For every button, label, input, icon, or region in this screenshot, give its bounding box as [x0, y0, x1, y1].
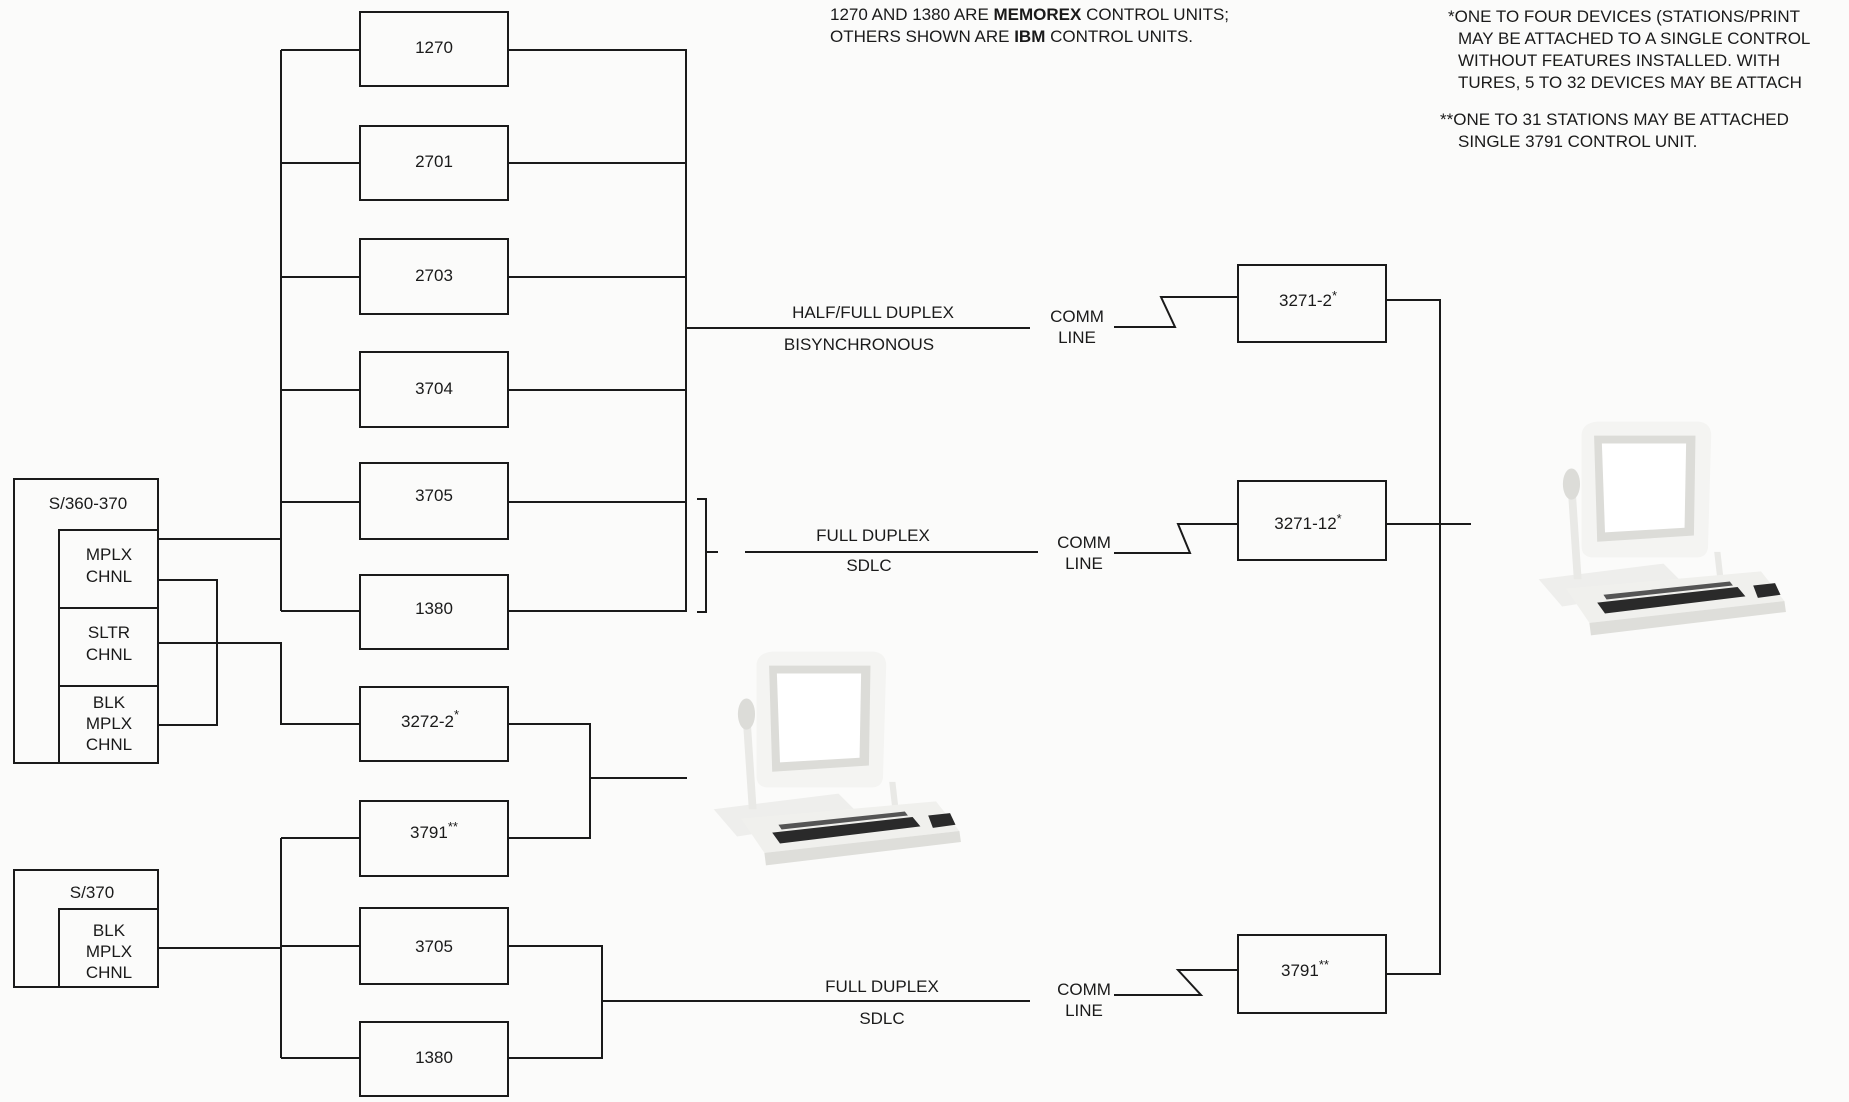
cu-3272-2-label: 3272-2*: [401, 707, 459, 731]
single-star-footnote-3: WITHOUT FEATURES INSTALLED. WITH: [1458, 51, 1780, 70]
cu-2703: 2703: [359, 238, 509, 315]
link-sdlc-upper-mode: SDLC: [846, 556, 891, 575]
comm-line-2-label-1: COMM: [1057, 533, 1111, 552]
host-s360-370-title: S/360-370: [49, 494, 127, 513]
cu-3271-12: 3271-12*: [1237, 480, 1387, 561]
link-sdlc-lower: FULL DUPLEX SDLC COMM LINE: [825, 977, 1114, 1028]
comm-line-zigzags: [1114, 296, 1237, 996]
link-bisync-mode: BISYNCHRONOUS: [784, 335, 934, 354]
s370-blk-label-3: CHNL: [86, 963, 132, 982]
cu-3705-label: 3705: [415, 486, 453, 505]
link-bisync-protocol: HALF/FULL DUPLEX: [792, 303, 954, 322]
cu-3791-remote-label: 3791**: [1281, 957, 1329, 980]
channel-wiring: [158, 49, 1038, 1059]
comm-line-1-label-1: COMM: [1050, 307, 1104, 326]
cu-3272-2: 3272-2*: [359, 686, 509, 762]
vendor-note-line-2: OTHERS SHOWN ARE IBM CONTROL UNITS.: [830, 27, 1193, 46]
cu-3791-remote: 3791**: [1237, 934, 1387, 1014]
blk-mplx-chnl-label-3: CHNL: [86, 735, 132, 754]
double-star-footnote-1: **ONE TO 31 STATIONS MAY BE ATTACHED: [1440, 110, 1789, 129]
terminal-illustration-local: [713, 651, 961, 866]
cu-1270-label: 1270: [415, 38, 453, 57]
blk-mplx-chnl-label-2: MPLX: [86, 714, 132, 733]
cu-3705-s370-label: 3705: [415, 937, 453, 956]
comm-line-3-label-2: LINE: [1065, 1001, 1103, 1020]
single-star-footnote-1: *ONE TO FOUR DEVICES (STATIONS/PRINT: [1448, 7, 1800, 26]
cu-3705-s370: 3705: [359, 907, 509, 985]
link-bisync: HALF/FULL DUPLEX BISYNCHRONOUS COMM LINE: [784, 303, 1112, 354]
remote-wiring: [1387, 299, 1471, 975]
cu-3704-label: 3704: [415, 379, 453, 398]
single-star-footnote-2: MAY BE ATTACHED TO A SINGLE CONTROL: [1458, 29, 1810, 48]
host-s370: S/370 BLK MPLX CHNL: [13, 869, 159, 988]
terminal-illustration-remote: [1538, 421, 1786, 636]
vendor-note-line-1: 1270 AND 1380 ARE MEMOREX CONTROL UNITS;: [830, 5, 1229, 24]
comm-line-2-label-2: LINE: [1065, 554, 1103, 573]
link-sdlc-upper: FULL DUPLEX SDLC COMM LINE: [816, 526, 1114, 575]
host-s360-370: S/360-370 MPLX CHNL SLTR CHNL BLK MPLX C…: [13, 478, 159, 764]
comm-line-3-label-1: COMM: [1057, 980, 1111, 999]
s370-blk-label-1: BLK: [93, 921, 126, 940]
cu-1270: 1270: [359, 11, 509, 87]
s370-blk-label-2: MPLX: [86, 942, 132, 961]
cu-3791-local-label: 3791**: [410, 819, 458, 842]
cu-1380-label: 1380: [415, 599, 453, 618]
sltr-chnl-label-2: CHNL: [86, 645, 132, 664]
link-sdlc-lower-protocol: FULL DUPLEX: [825, 977, 939, 996]
mplx-chnl-label-1: MPLX: [86, 545, 132, 564]
cu-2701-label: 2701: [415, 152, 453, 171]
cu-2701: 2701: [359, 125, 509, 201]
cu-3271-2-label: 3271-2*: [1279, 288, 1337, 310]
cu-3271-2: 3271-2*: [1237, 264, 1387, 343]
link-sdlc-upper-protocol: FULL DUPLEX: [816, 526, 930, 545]
single-star-footnote-4: TURES, 5 TO 32 DEVICES MAY BE ATTACH: [1458, 73, 1802, 92]
cu-1380-s370-label: 1380: [415, 1048, 453, 1067]
cu-3705: 3705: [359, 462, 509, 540]
mplx-chnl-label-2: CHNL: [86, 567, 132, 586]
cu-3704: 3704: [359, 351, 509, 428]
link-sdlc-lower-mode: SDLC: [859, 1009, 904, 1028]
cu-3271-12-label: 3271-12*: [1274, 511, 1341, 533]
host-s370-title: S/370: [70, 883, 114, 902]
double-star-footnote-2: SINGLE 3791 CONTROL UNIT.: [1458, 132, 1697, 151]
comm-line-1-label-2: LINE: [1058, 328, 1096, 347]
cu-3791-local: 3791**: [359, 800, 509, 877]
sltr-chnl-label-1: SLTR: [88, 623, 130, 642]
blk-mplx-chnl-label-1: BLK: [93, 693, 126, 712]
cu-1380: 1380: [359, 574, 509, 650]
cu-1380-s370: 1380: [359, 1021, 509, 1097]
cu-2703-label: 2703: [415, 266, 453, 285]
